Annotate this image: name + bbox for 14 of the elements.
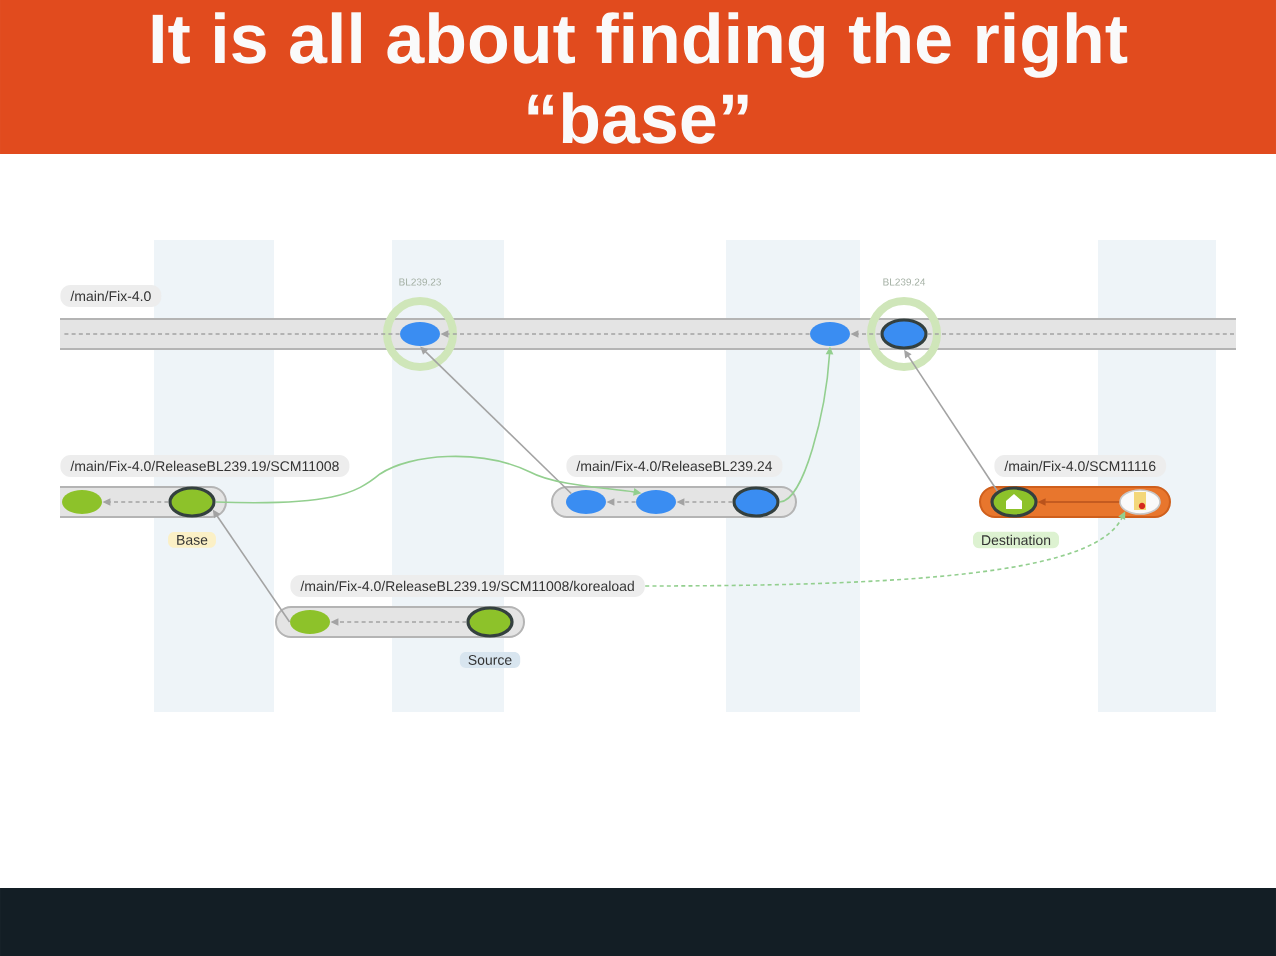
dashed-line bbox=[61, 333, 401, 335]
changeset-oval bbox=[290, 610, 330, 634]
arrow bbox=[420, 346, 572, 495]
changeset-oval bbox=[400, 322, 440, 346]
changeset-oval bbox=[880, 318, 928, 350]
dashed-line bbox=[926, 333, 1235, 335]
changeset-oval bbox=[168, 486, 216, 518]
title-banner: It is all about finding the right “base” bbox=[0, 0, 1276, 154]
changeset-oval bbox=[636, 490, 676, 514]
changeset-oval bbox=[732, 486, 780, 518]
changeset-oval bbox=[466, 606, 514, 638]
changeset-oval bbox=[566, 490, 606, 514]
changeset-oval bbox=[810, 322, 850, 346]
changeset-oval bbox=[62, 490, 102, 514]
